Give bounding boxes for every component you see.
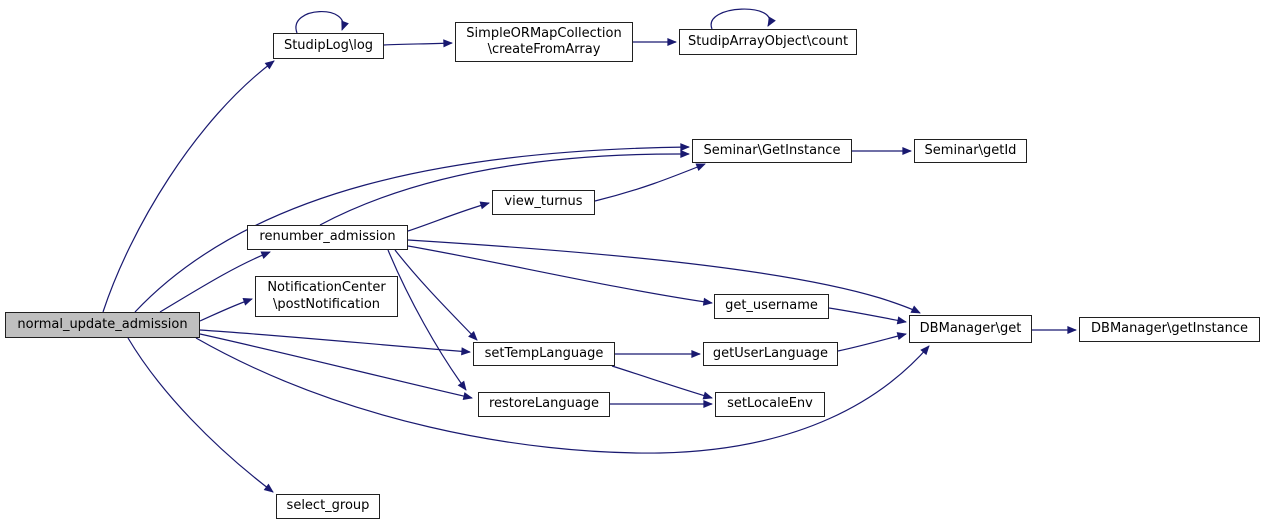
node-label: get_username [725, 298, 818, 314]
node-label: getUserLanguage [712, 345, 829, 361]
node-label: DBManager\get [919, 320, 1022, 336]
node-label: setLocaleEnv [727, 396, 813, 412]
edge-studiplog-log--studiplog-log [295, 11, 349, 34]
node-label: StudipLog\log [283, 37, 374, 53]
edge-renumber-admission--restorelanguage [387, 249, 467, 391]
node-label: \createFromArray [487, 42, 601, 57]
edge-renumber-admission--view-turnus [407, 201, 490, 232]
edge-get-username--dbmanager-get [828, 307, 907, 325]
node-seminar-getinstance[interactable]: Seminar\GetInstance [692, 139, 852, 163]
edge-normal-update-admission--dbmanager-get [195, 337, 930, 454]
node-label: select_group [286, 498, 370, 514]
edge-normal-update-admission--studiplog-log [102, 60, 275, 313]
node-dbmanager-getinstance[interactable]: DBManager\getInstance [1079, 317, 1260, 342]
edge-renumber-admission--dbmanager-get [407, 239, 921, 314]
edge-view-turnus--seminar-getinstance [594, 163, 706, 202]
node-settemplanguage[interactable]: setTempLanguage [473, 342, 615, 366]
node-select-group[interactable]: select_group [276, 494, 380, 519]
edge-normal-update-admission--settemplanguage [199, 329, 471, 356]
edge-settemplanguage--setlocaleenv [611, 365, 713, 400]
edge-normal-update-admission--notificationcenter-postnotification [199, 298, 253, 322]
node-restorelanguage[interactable]: restoreLanguage [478, 392, 610, 417]
node-dbmanager-get[interactable]: DBManager\get [909, 315, 1032, 343]
node-label: renumber_admission [259, 229, 396, 245]
edge-getuserlanguage--dbmanager-get [837, 332, 907, 352]
node-renumber-admission[interactable]: renumber_admission [247, 225, 408, 250]
node-label: Seminar\GetInstance [703, 142, 841, 158]
node-setlocaleenv[interactable]: setLocaleEnv [715, 392, 825, 417]
node-label: SimpleORMapCollection [466, 25, 622, 41]
edge-normal-update-admission--select-group [127, 337, 274, 493]
edge-renumber-admission--seminar-getinstance [319, 149, 690, 226]
node-label: Seminar\getId [924, 142, 1017, 158]
edge-normal-update-admission--renumber-admission [159, 251, 271, 313]
edge-renumber-admission--get-username [407, 245, 713, 306]
node-studiparrayobject-count[interactable]: StudipArrayObject\count [679, 29, 857, 55]
edge-renumber-admission--settemplanguage [394, 249, 478, 341]
node-get-username[interactable]: get_username [714, 294, 829, 319]
node-getuserlanguage[interactable]: getUserLanguage [703, 342, 838, 366]
node-label: setTempLanguage [484, 345, 604, 361]
node-normal-update-admission[interactable]: normal_update_admission [5, 312, 200, 338]
node-simpleormapcollection-createfromarray[interactable]: SimpleORMapCollection\createFromArray [455, 22, 633, 62]
node-view-turnus[interactable]: view_turnus [492, 190, 595, 215]
node-label: StudipArrayObject\count [687, 33, 849, 49]
edge-studiplog-log--simpleormapcollection-createfromarray [383, 39, 453, 48]
node-studiplog-log[interactable]: StudipLog\log [273, 33, 384, 59]
node-label: restoreLanguage [488, 396, 600, 412]
node-label: NotificationCenter [267, 280, 386, 296]
node-seminar-getid[interactable]: Seminar\getId [914, 139, 1027, 163]
edge-normal-update-admission--seminar-getinstance [134, 143, 690, 313]
edge-normal-update-admission--restorelanguage [199, 333, 473, 400]
edge-studiparrayobject-count--studiparrayobject-count [710, 8, 776, 30]
node-label: normal_update_admission [17, 316, 188, 332]
node-label: \postNotification [272, 296, 381, 312]
node-label: DBManager\getInstance [1091, 321, 1248, 337]
node-notificationcenter-postnotification[interactable]: NotificationCenter\postNotification [255, 276, 398, 317]
node-label: view_turnus [504, 194, 583, 210]
